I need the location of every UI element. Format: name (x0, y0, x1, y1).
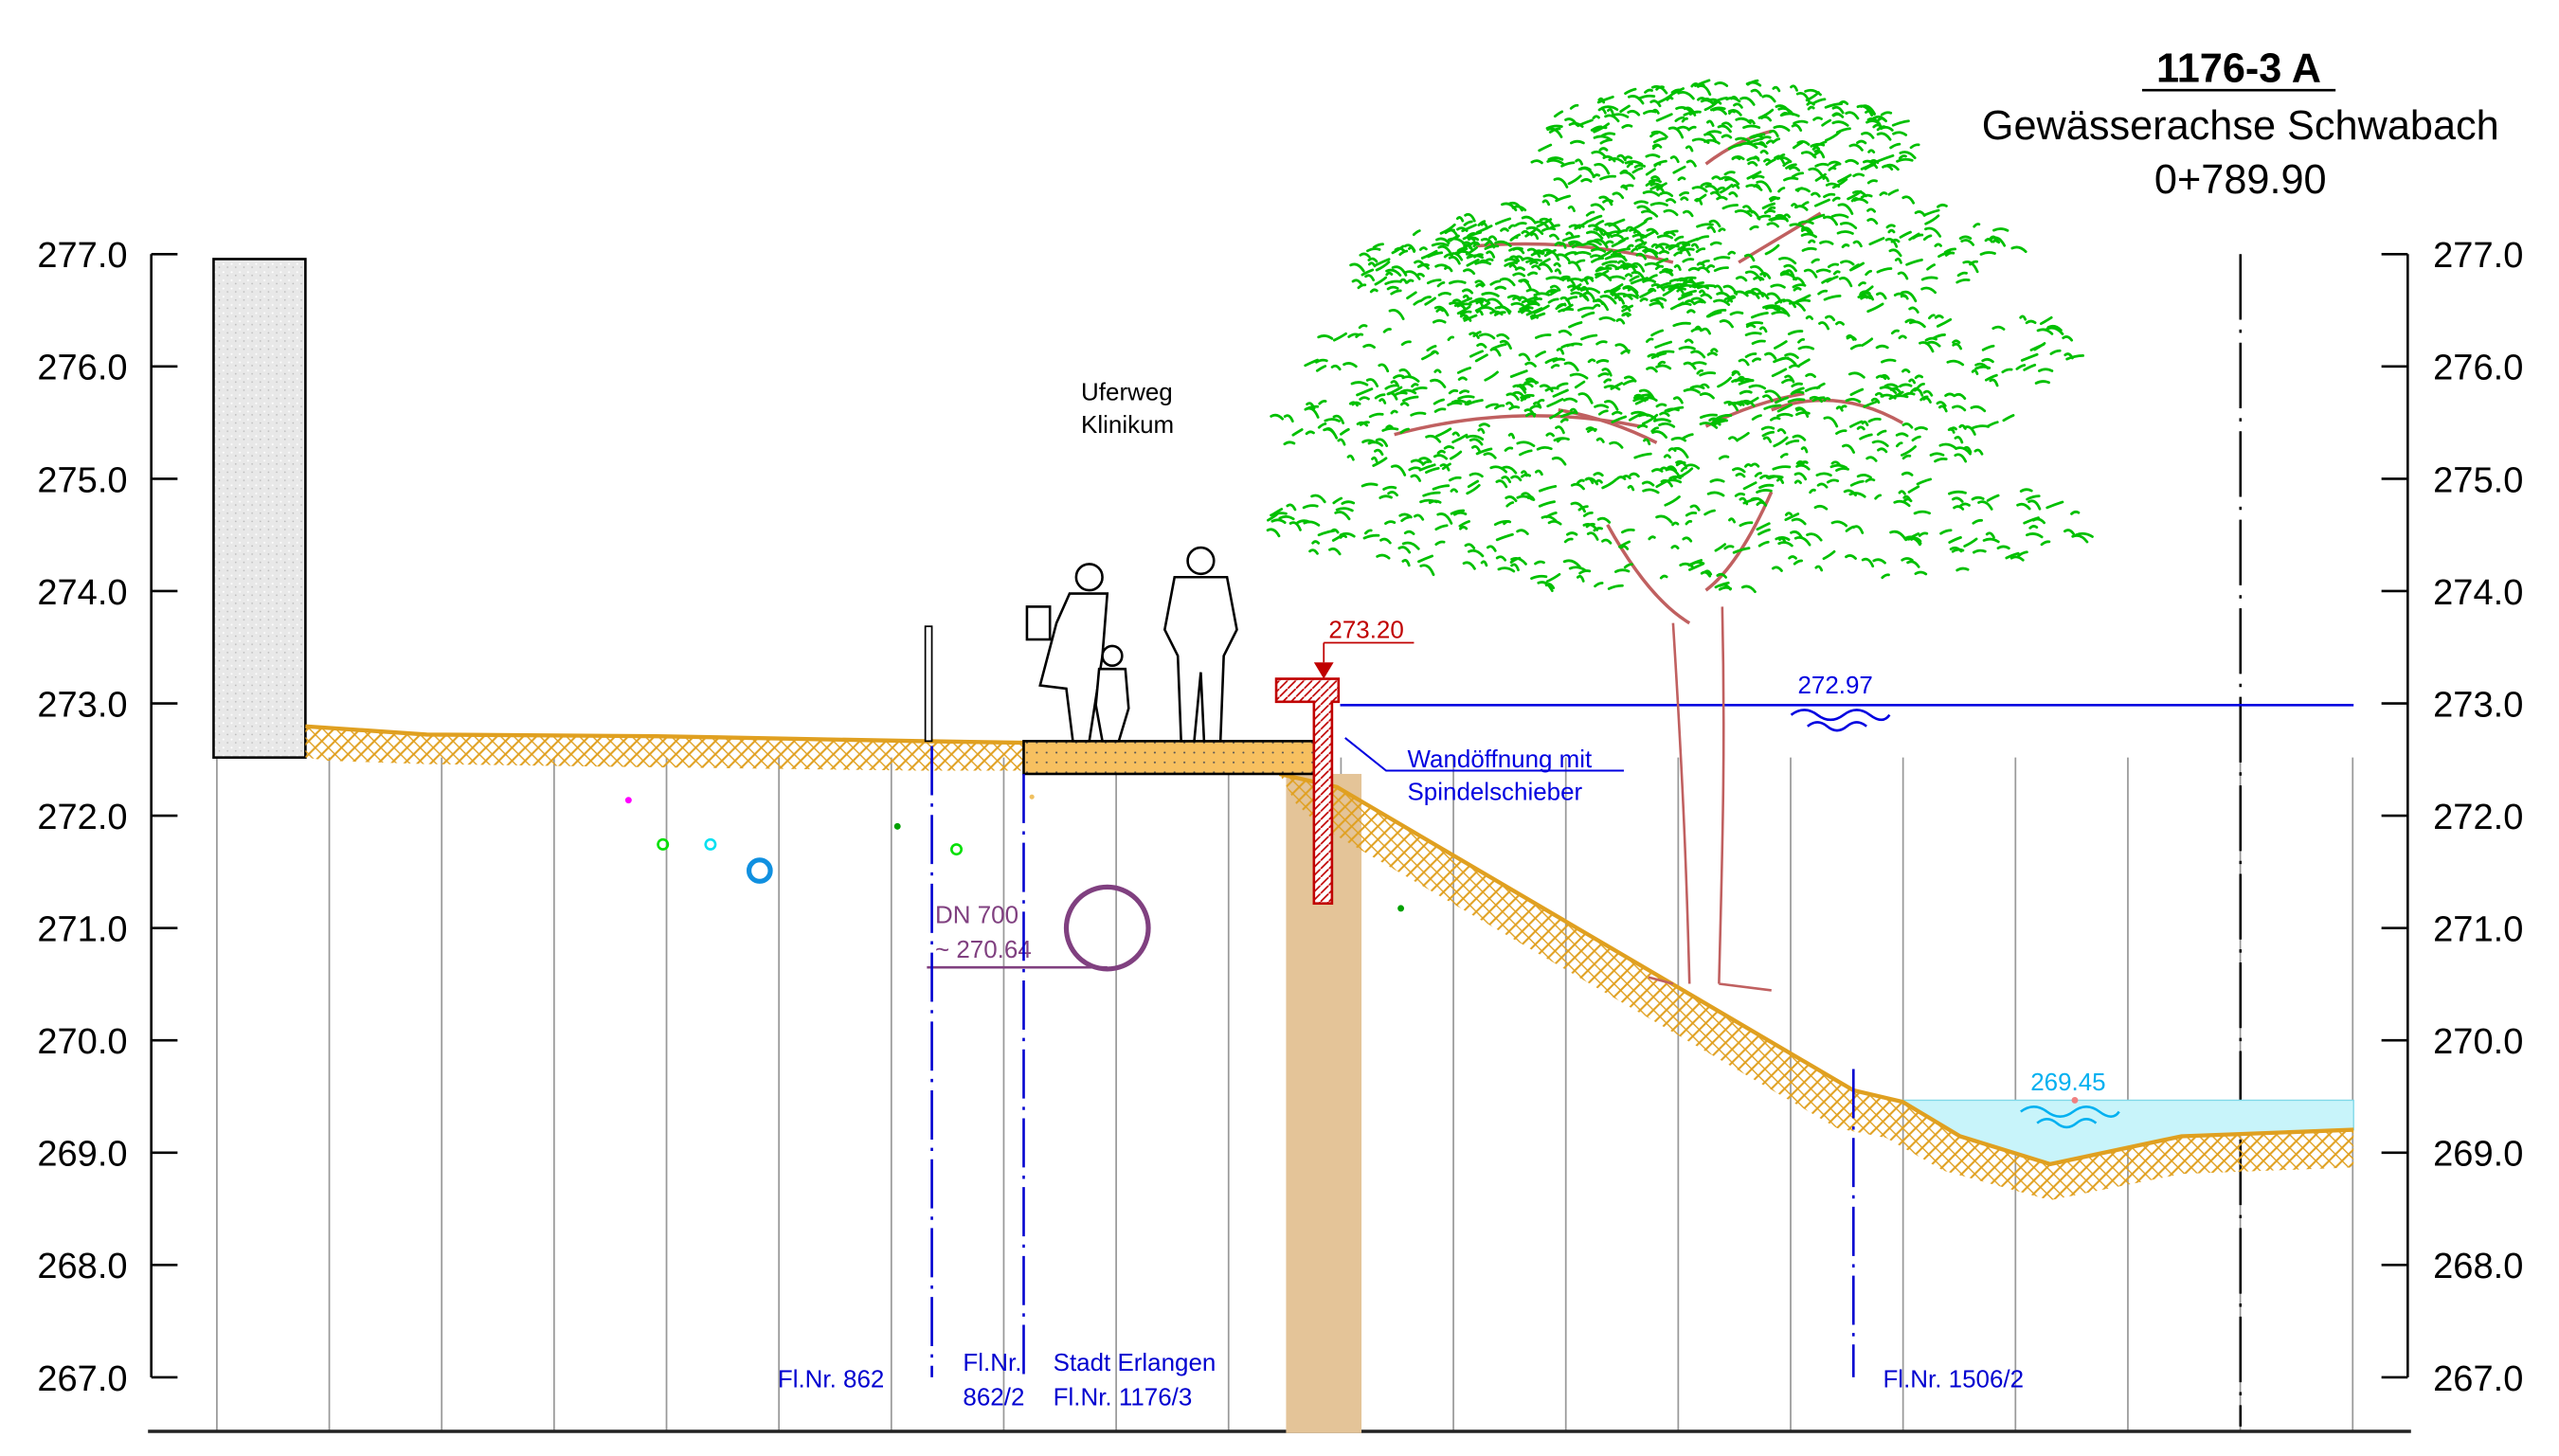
pedestrians-illustration (1025, 546, 1238, 743)
parcel-862-2-line2: 862/2 (963, 1382, 1024, 1411)
railing-post (924, 625, 933, 743)
parcel-boundaries (930, 746, 1855, 1377)
utility-markers (624, 794, 1405, 912)
opening-label-2: Spindelschieber (1408, 778, 1583, 806)
opening-leader (1344, 737, 1624, 772)
right-axis-tick-label: 272.0 (2433, 798, 2523, 837)
left-axis-tick-label: 270.0 (37, 1022, 127, 1062)
right-axis-tick-label: 273.0 (2433, 685, 2523, 725)
right-axis-tick-label: 267.0 (2433, 1359, 2523, 1399)
left-axis-tick-label: 273.0 (37, 685, 127, 725)
right-axis-tick-label: 275.0 (2433, 460, 2523, 500)
wall-top-label: 273.20 (1328, 615, 1403, 643)
right-axis-tick-label: 276.0 (2433, 349, 2523, 388)
parcel-1176-3: Fl.Nr. 1176/3 (1054, 1382, 1193, 1411)
right-axis-tick-label: 270.0 (2433, 1022, 2523, 1062)
path-label-2: Klinikum (1081, 410, 1174, 439)
pipe-label-2: ~ 270.64 (935, 935, 1032, 963)
right-axis-tick-label: 277.0 (2433, 236, 2523, 276)
right-axis-tick-label: 269.0 (2433, 1135, 2523, 1175)
right-axis-tick-label: 268.0 (2433, 1247, 2523, 1286)
left-axis-tick-label: 271.0 (37, 910, 127, 950)
river-level-icon (2020, 1105, 2120, 1129)
left-axis-tick-label: 275.0 (37, 460, 127, 500)
left-axis-tick-label: 269.0 (37, 1135, 127, 1175)
flood-wall (1274, 677, 1341, 905)
left-axis (150, 252, 178, 1379)
parcel-862-2-line1: Fl.Nr. (963, 1348, 1021, 1376)
parcel-1506-2: Fl.Nr. 1506/2 (1883, 1364, 2024, 1393)
terrain-left (305, 726, 1024, 771)
building-wall (212, 258, 307, 759)
tree-illustration (1266, 79, 2094, 992)
station-label: 0+789.90 (2154, 157, 2327, 203)
left-axis-tick-label: 267.0 (37, 1359, 127, 1399)
right-axis-tick-label: 274.0 (2433, 573, 2523, 613)
path-label-1: Uferweg (1081, 377, 1173, 405)
left-axis-tick-label: 272.0 (37, 798, 127, 837)
wall-top-marker-icon (1313, 662, 1334, 679)
flood-level-label: 272.97 (1797, 671, 1872, 699)
left-axis-tick-label: 277.0 (37, 236, 127, 276)
river-level-label: 269.45 (2030, 1068, 2105, 1096)
left-axis-tick-label: 268.0 (37, 1247, 127, 1286)
water-level-icon (1790, 709, 1891, 732)
section-title: 1176-3 A (2156, 46, 2321, 92)
section-subtitle: Gewässerachse Schwabach (1982, 103, 2499, 149)
path-slab (1022, 740, 1316, 776)
pipe-dn700 (1063, 884, 1151, 972)
left-axis-tick-label: 276.0 (37, 349, 127, 388)
parcel-stadt-erlangen: Stadt Erlangen (1054, 1348, 1216, 1376)
opening-label-1: Wandöffnung mit (1408, 745, 1594, 773)
left-axis-tick-label: 274.0 (37, 573, 127, 613)
pipe-label-1: DN 700 (935, 900, 1018, 928)
right-axis (2381, 252, 2409, 1379)
right-axis-tick-label: 271.0 (2433, 910, 2523, 950)
parcel-862: Fl.Nr. 862 (778, 1364, 885, 1393)
